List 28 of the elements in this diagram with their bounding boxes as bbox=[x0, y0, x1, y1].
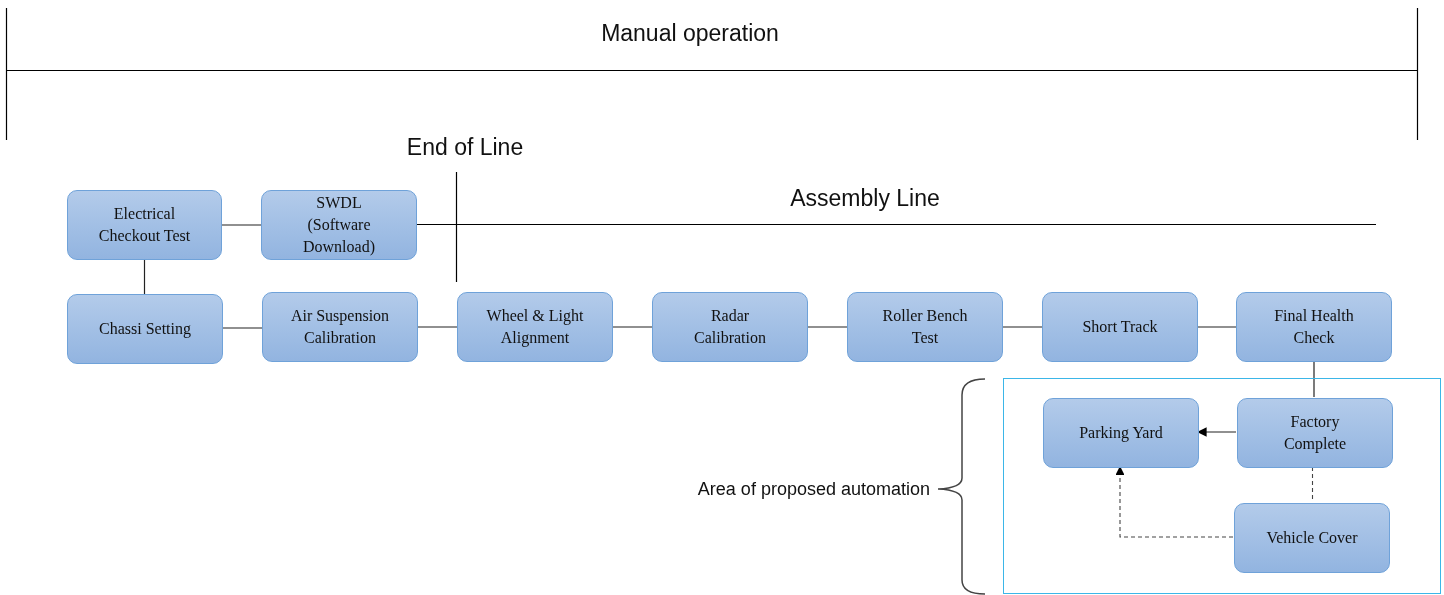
connector-line bbox=[807, 326, 848, 328]
process-box: Air Suspension Calibration bbox=[262, 292, 418, 362]
section-label: End of Line bbox=[405, 133, 525, 162]
connector-line bbox=[1197, 326, 1237, 328]
section-label: Assembly Line bbox=[789, 184, 941, 213]
process-box: Short Track bbox=[1042, 292, 1198, 362]
connector-line bbox=[1002, 326, 1043, 328]
process-box: Electrical Checkout Test bbox=[67, 190, 222, 260]
connector-line bbox=[143, 259, 146, 295]
process-box: Wheel & Light Alignment bbox=[457, 292, 613, 362]
connector-line bbox=[612, 326, 653, 328]
process-box: Parking Yard bbox=[1043, 398, 1199, 468]
process-box: Chassi Setting bbox=[67, 294, 223, 364]
process-box: Factory Complete bbox=[1237, 398, 1393, 468]
process-box: Vehicle Cover bbox=[1234, 503, 1390, 573]
section-label: Manual operation bbox=[600, 19, 780, 48]
process-box: Roller Bench Test bbox=[847, 292, 1003, 362]
process-box: Radar Calibration bbox=[652, 292, 808, 362]
area-label: Area of proposed automation bbox=[696, 478, 930, 501]
process-box: Final Health Check bbox=[1236, 292, 1392, 362]
automation-area-box bbox=[1003, 378, 1441, 594]
connector-line bbox=[417, 326, 458, 328]
connector-line bbox=[222, 327, 263, 329]
arrow bbox=[1197, 427, 1237, 437]
connector-line bbox=[221, 224, 262, 226]
process-box: SWDL (Software Download) bbox=[261, 190, 417, 260]
connector-line bbox=[1313, 361, 1315, 398]
arrow bbox=[1115, 466, 1234, 538]
